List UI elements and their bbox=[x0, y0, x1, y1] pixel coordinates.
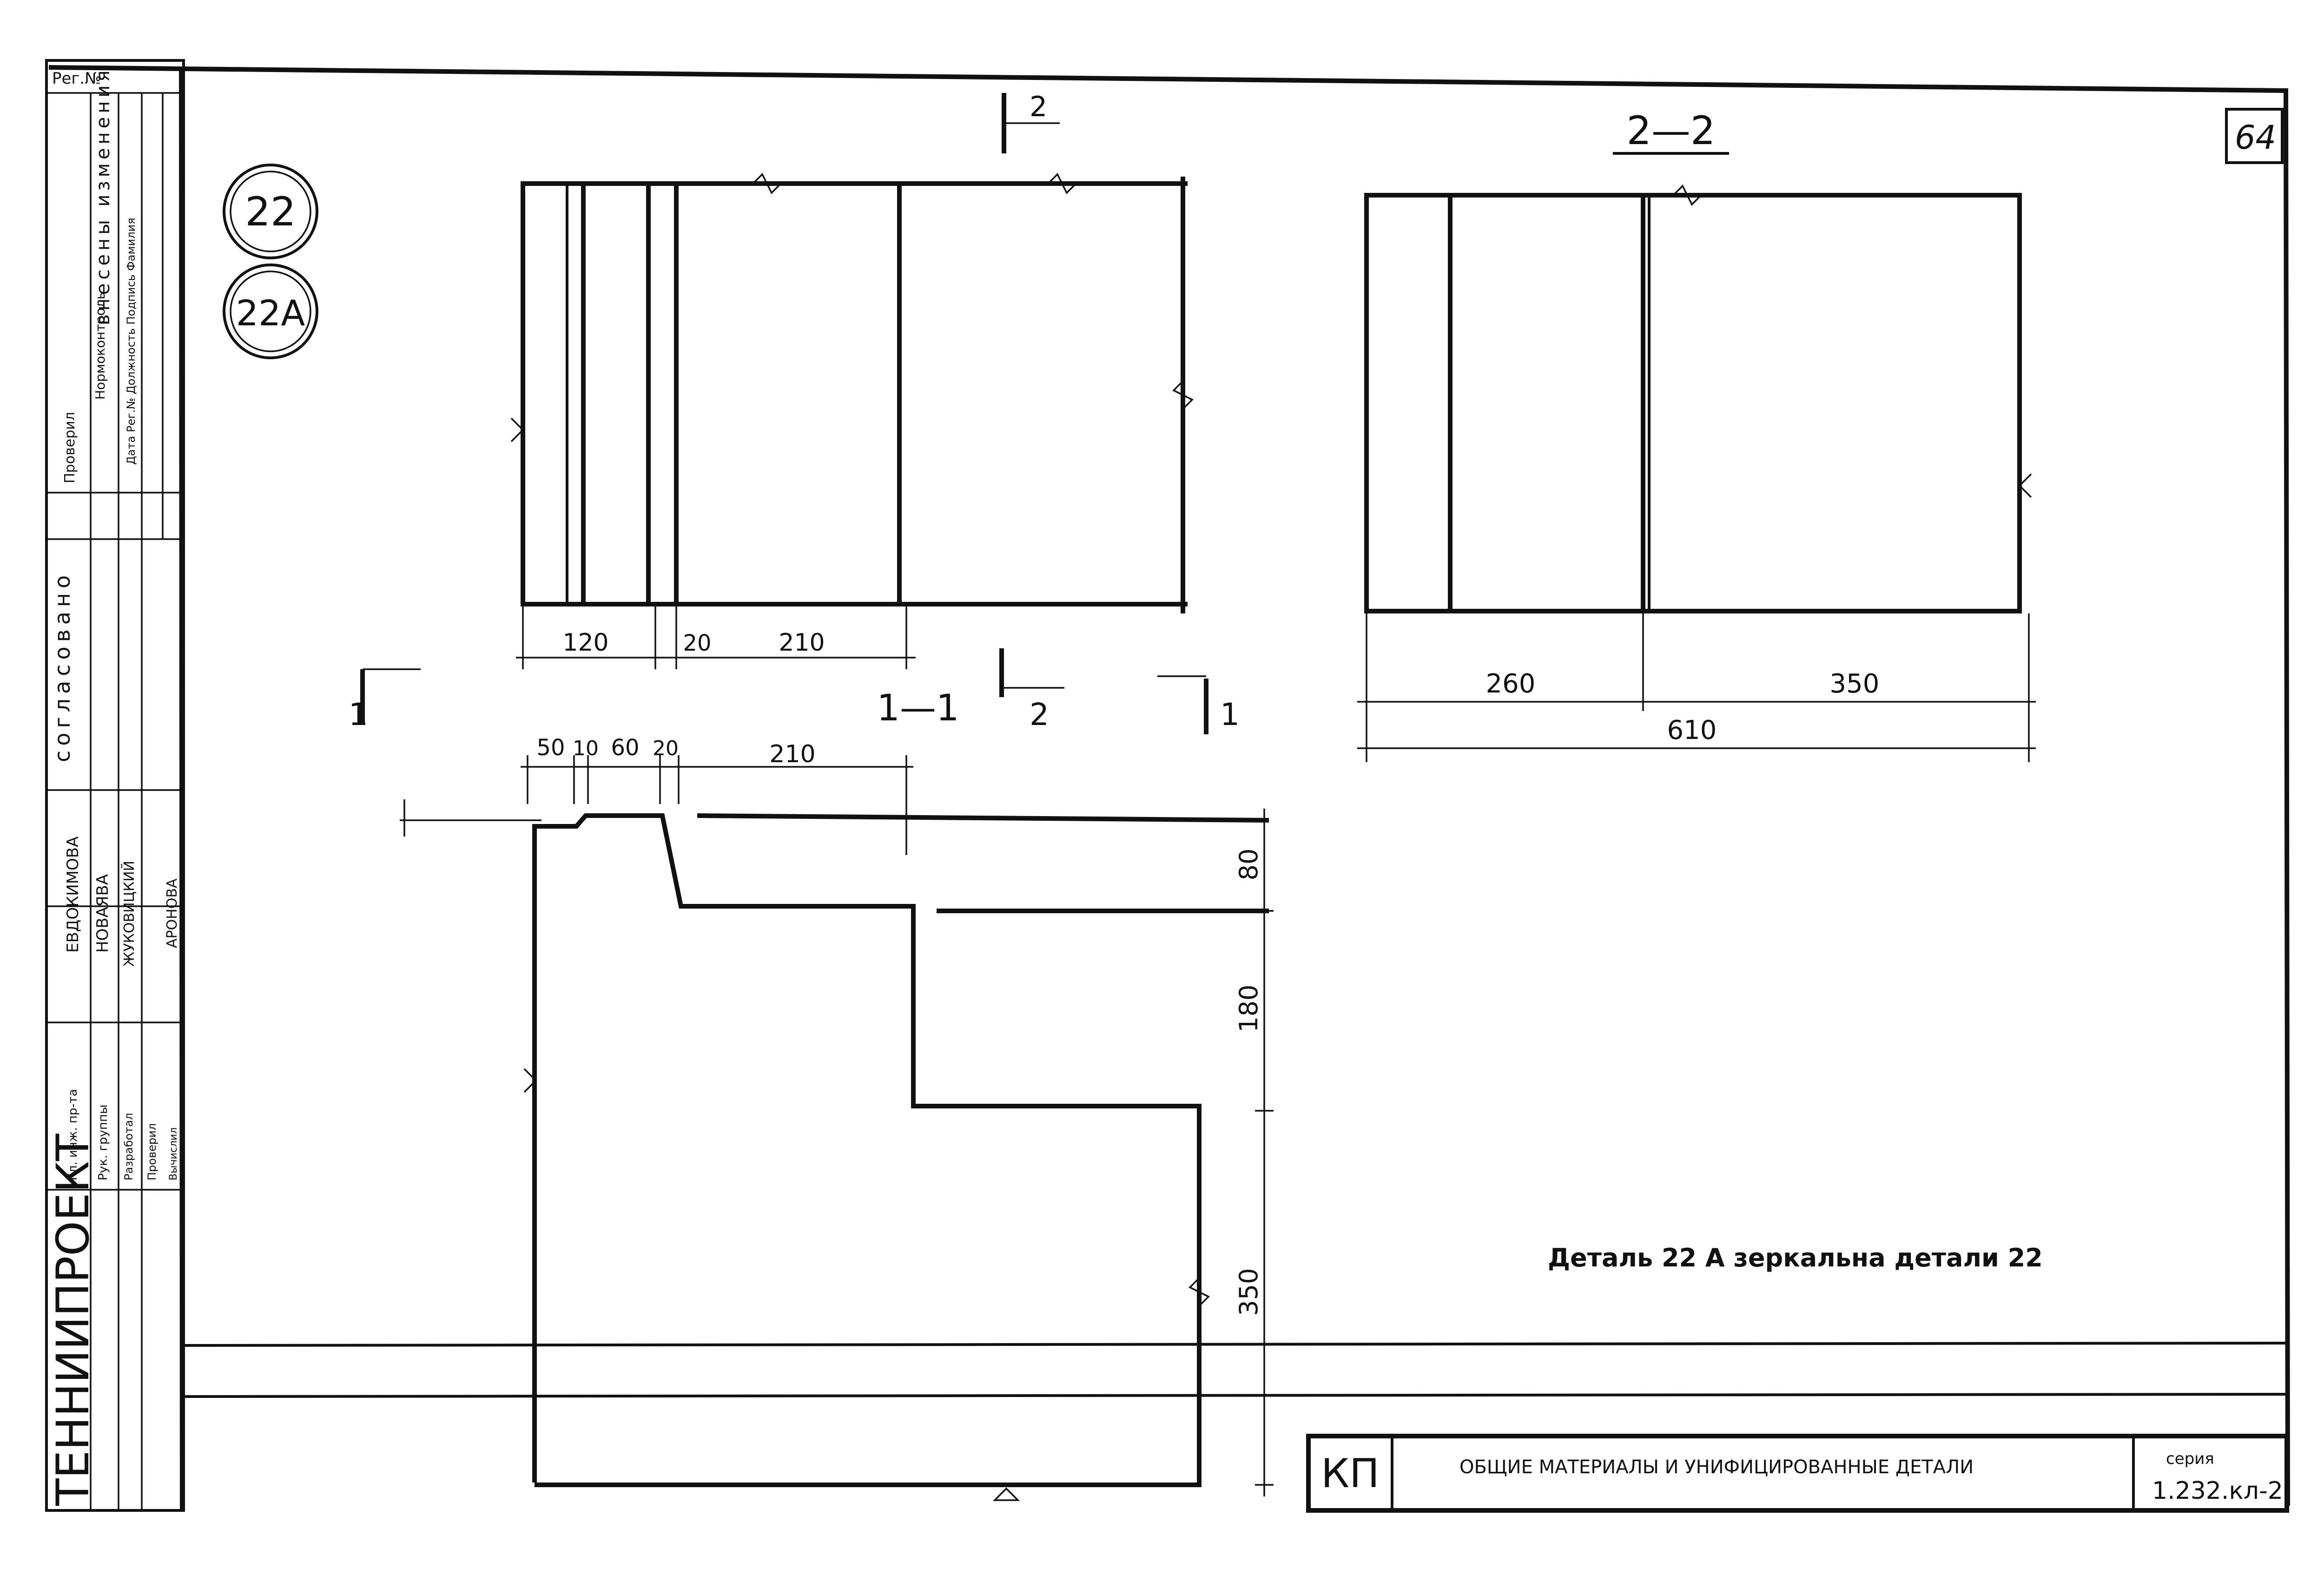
detail-mark-22a: 22А bbox=[223, 264, 318, 359]
section-2-2: 2—2 260 350 610 bbox=[1357, 108, 2036, 762]
sheet-frame bbox=[48, 65, 2290, 1511]
norm-control-label: Нормоконтроль bbox=[92, 292, 108, 400]
top-dim-20: 20 bbox=[683, 630, 711, 656]
top-dim-210: 210 bbox=[779, 629, 825, 657]
reg-no-label: Рег.№ bbox=[52, 69, 101, 88]
role-2: Рук. группы bbox=[96, 1105, 110, 1180]
mirror-note: Деталь 22 А зеркальна детали 22 bbox=[1548, 1243, 2043, 1272]
name-4: АРОНОВА bbox=[164, 878, 180, 948]
s11-dim-80: 80 bbox=[1234, 849, 1263, 881]
s11-dim-10: 10 bbox=[573, 737, 599, 760]
detail-mark-22: 22 bbox=[223, 164, 318, 259]
cut-mark-1-left: 1 bbox=[349, 697, 368, 732]
top-view: 2 120 20 210 bbox=[510, 91, 1194, 669]
detail-mark-22-label: 22 bbox=[245, 189, 296, 235]
section-1-1-title: 1—1 bbox=[877, 687, 959, 729]
name-2: НОВАЯВА bbox=[93, 874, 112, 953]
section-2-2-title: 2—2 bbox=[1627, 108, 1716, 153]
org-name: ТЕННИИПРОЕКТ bbox=[47, 1134, 99, 1506]
s11-dim-350: 350 bbox=[1234, 1268, 1263, 1316]
cut-mark-1-right: 1 bbox=[1220, 697, 1240, 732]
top-dim-120: 120 bbox=[562, 629, 608, 657]
section-1-1: 50 10 60 20 210 80 180 350 bbox=[400, 735, 1274, 1501]
name-1: ЕВДОКИМОВА bbox=[64, 837, 82, 953]
title-code: КП bbox=[1321, 1450, 1380, 1497]
agreed-label: согласовано bbox=[50, 571, 75, 762]
role-1: Гл. инж. пр-та bbox=[66, 1089, 80, 1180]
changes-fields-label: Дата Рег.№ Должность Подпись Фамилия bbox=[125, 218, 138, 465]
name-3: ЖУКОВИЦКИЙ bbox=[121, 861, 138, 967]
s11-dim-210: 210 bbox=[769, 740, 815, 768]
series-label: серия bbox=[2166, 1450, 2214, 1468]
s22-dim-610: 610 bbox=[1667, 715, 1717, 745]
checked-label: Проверил bbox=[62, 412, 78, 483]
title-block: КП ОБЩИЕ МАТЕРИАЛЫ И УНИФИЦИРОВАННЫЕ ДЕТ… bbox=[1306, 1434, 2289, 1513]
s11-dim-180: 180 bbox=[1234, 984, 1263, 1032]
cut-mark-2-bottom: 2 bbox=[1030, 697, 1049, 732]
title-text: ОБЩИЕ МАТЕРИАЛЫ И УНИФИЦИРОВАННЫЕ ДЕТАЛИ bbox=[1459, 1457, 1974, 1478]
page-number: 64 bbox=[2235, 119, 2276, 157]
series-value: 1.232.кл-2 bbox=[2152, 1477, 2283, 1505]
side-stamp: Рег.№ внесены изменения Дата Рег.№ Должн… bbox=[45, 59, 185, 1512]
s22-dim-350: 350 bbox=[1830, 669, 1880, 699]
page-number-box: 64 bbox=[2225, 108, 2284, 164]
s11-dim-60: 60 bbox=[611, 735, 639, 761]
s11-dim-50: 50 bbox=[536, 735, 565, 761]
cut-mark-2-top: 2 bbox=[1030, 91, 1047, 123]
role-4: Проверил bbox=[145, 1123, 158, 1180]
s22-dim-260: 260 bbox=[1486, 669, 1536, 699]
detail-mark-22a-label: 22А bbox=[236, 292, 305, 334]
role-5: Вычислил bbox=[168, 1127, 179, 1180]
role-3: Разработал bbox=[122, 1113, 135, 1180]
changes-label: внесены изменения bbox=[92, 67, 114, 325]
cut-markers: 1 1—1 2 1 bbox=[349, 648, 1240, 734]
s11-dim-20: 20 bbox=[653, 737, 679, 760]
